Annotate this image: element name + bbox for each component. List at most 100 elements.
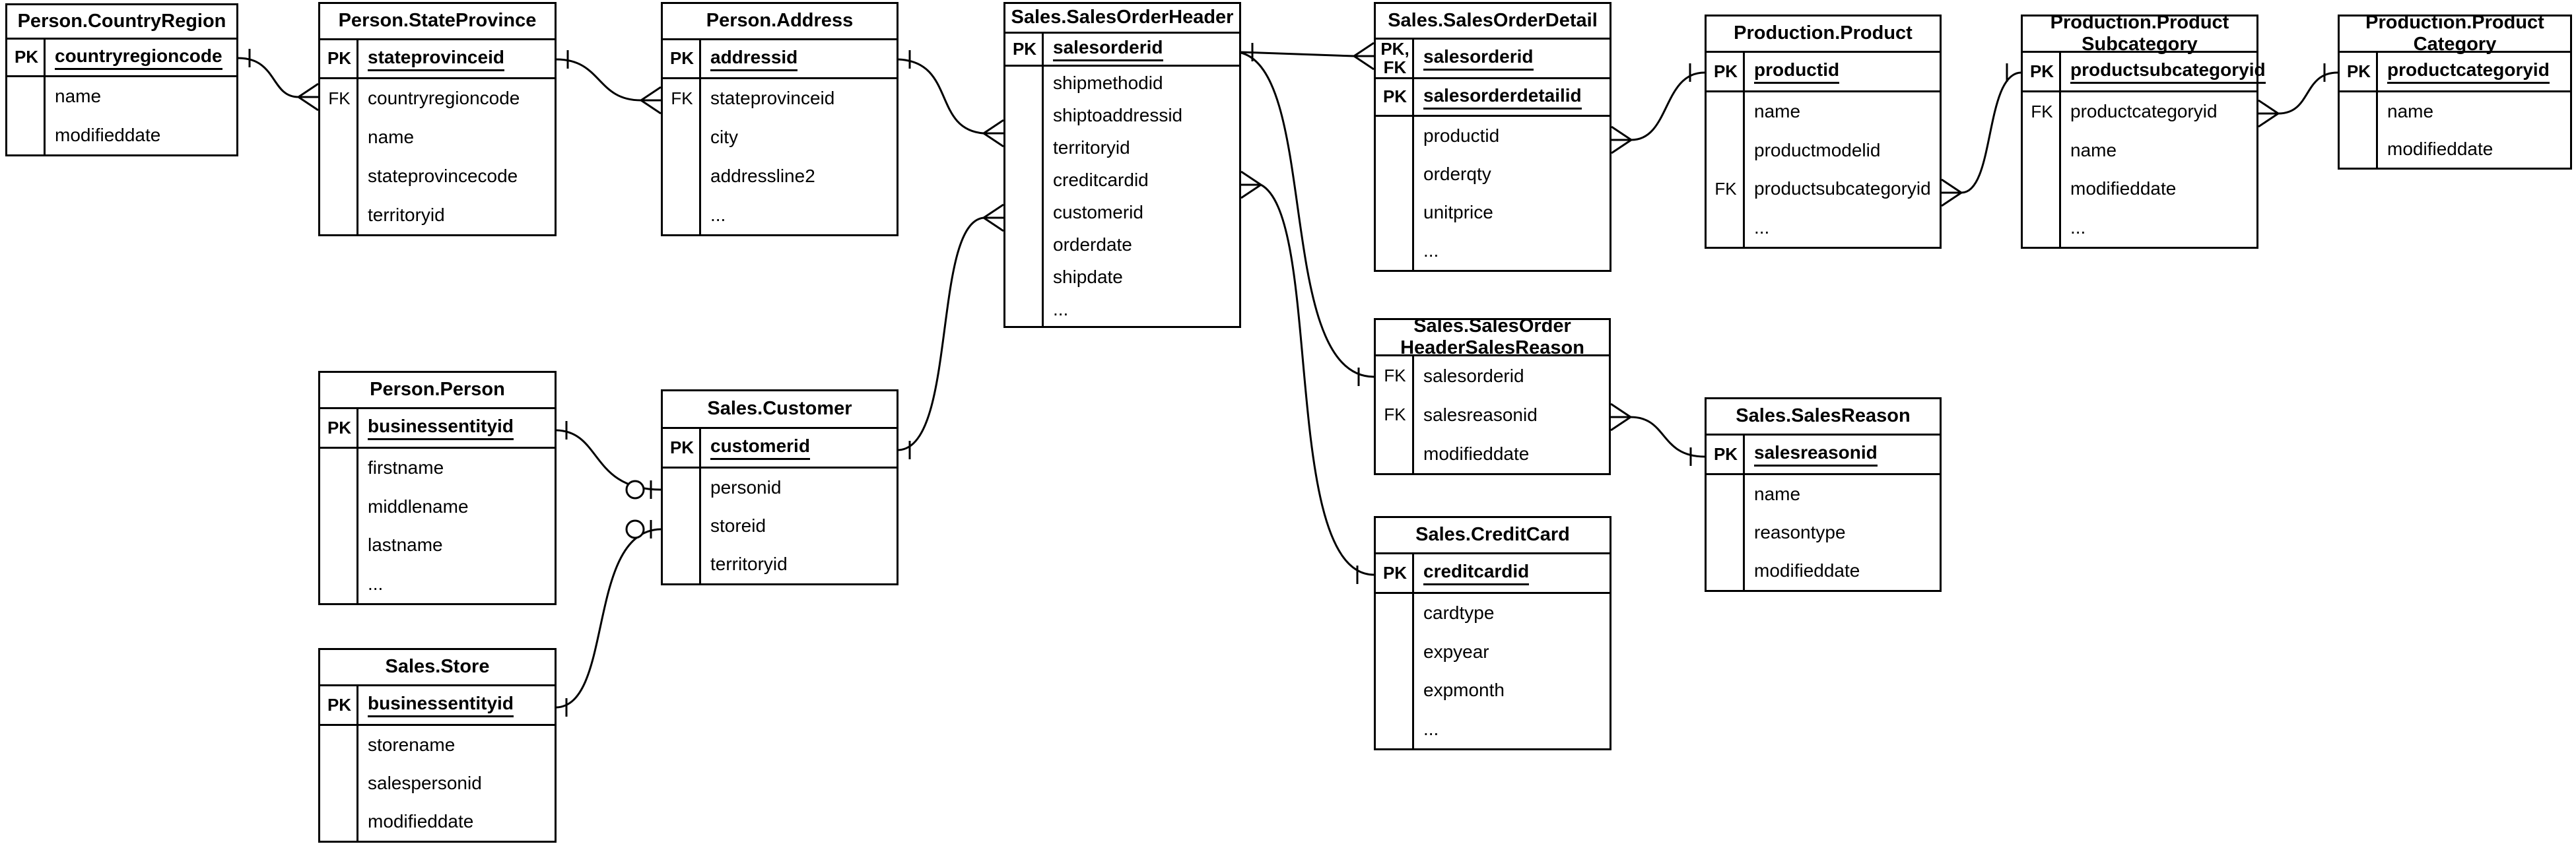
field-row: cardtype	[1376, 602, 1610, 624]
field-row: modifieddate	[2340, 139, 2570, 160]
field-row: name	[1707, 484, 1940, 505]
field-row: name	[2023, 140, 2256, 161]
field-label: ...	[710, 204, 726, 225]
key-label: FK	[1714, 178, 1737, 199]
key-label: PK	[1012, 38, 1037, 59]
field-row: shipmethodid	[1005, 73, 1239, 94]
field-label: customerid	[1053, 202, 1143, 223]
field-label: firstname	[368, 457, 444, 478]
relationship-line	[1631, 71, 1705, 141]
field-label: customerid	[710, 436, 810, 460]
key-column-divider	[356, 686, 358, 841]
key-column-divider	[1743, 53, 1745, 247]
field-label: ...	[368, 573, 384, 594]
key-label: PK	[669, 48, 695, 69]
entity-title: Production.Product Subcategory	[2023, 12, 2256, 55]
field-label: countryregioncode	[368, 88, 520, 109]
field-label: creditcardid	[1053, 169, 1149, 190]
field-label: unitprice	[1423, 202, 1493, 222]
entity-title: Production.Product	[1707, 16, 1940, 53]
field-label: name	[368, 127, 415, 148]
field-label: territoryid	[710, 554, 788, 574]
field-row: customerid	[1005, 202, 1239, 223]
field-row: reasontype	[1707, 522, 1940, 543]
connector-salesorderheader-salesorderheadersalesreason	[1240, 51, 1374, 386]
relationship-line	[1961, 71, 2021, 194]
field-label: shiptoaddressid	[1053, 104, 1183, 125]
key-column-divider	[1412, 40, 1414, 270]
entity-section: shipmethodid shiptoaddressid territoryid cr…	[1005, 65, 1239, 326]
connector-customer-salesorderheader	[898, 203, 1004, 459]
field-row: ...	[663, 205, 897, 226]
key-label: PK	[1713, 61, 1738, 81]
key-label: PK	[327, 694, 352, 715]
field-label: middlename	[368, 496, 469, 517]
field-row: territoryid	[1005, 137, 1239, 158]
field-label: salesorderid	[1053, 37, 1163, 61]
field-label: name	[2070, 139, 2117, 160]
field-label: salespersonid	[368, 773, 482, 793]
connector-salesorderheader-salesorderdetail	[1240, 42, 1374, 71]
key-label: FK	[328, 88, 351, 108]
field-label: ...	[1754, 216, 1770, 238]
relationship-line	[556, 58, 642, 102]
connector-stateprovince-address	[556, 50, 661, 115]
key-label: PK	[2029, 61, 2054, 81]
field-row: ...	[1005, 299, 1239, 320]
field-label: stateprovinceid	[368, 47, 504, 71]
many-cardinality-marker	[1610, 403, 1631, 418]
field-label: creditcardid	[1423, 561, 1530, 585]
key-column-divider	[1412, 356, 1414, 473]
key-label: PK	[669, 437, 695, 457]
key-column-divider	[699, 40, 701, 234]
key-column-divider	[1743, 436, 1745, 590]
entity-section: FK countryregioncode name stateprovincecode…	[320, 77, 555, 234]
field-label: shipmethodid	[1053, 72, 1163, 93]
field-row: shipdate	[1005, 267, 1239, 288]
field-label: salesorderid	[1423, 365, 1524, 386]
field-row: ...	[1707, 217, 1940, 238]
entity-title: Person.CountryRegion	[7, 5, 236, 40]
field-label: stateprovinceid	[710, 88, 835, 109]
field-row: name	[7, 86, 236, 107]
many-cardinality-marker	[983, 119, 1004, 135]
field-label: modifieddate	[2070, 178, 2177, 199]
field-row: modifieddate	[1376, 443, 1609, 465]
field-label: salesorderdetailid	[1423, 85, 1582, 110]
key-label: PK	[327, 417, 352, 438]
connector-product-productsubcategory	[1941, 63, 2021, 207]
zero-cardinality-marker	[625, 480, 645, 500]
entity-section: firstname middlename lastname...	[320, 447, 555, 603]
relationship-line	[1260, 183, 1374, 576]
field-label: stateprovincecode	[368, 165, 518, 186]
field-label: lastname	[368, 535, 443, 556]
field-label: name	[55, 86, 102, 107]
many-cardinality-marker	[640, 86, 661, 102]
field-label: addressline2	[710, 165, 815, 186]
field-label: productcategoryid	[2387, 59, 2550, 84]
entity-title: Sales.CreditCard	[1376, 518, 1610, 554]
relationship-line	[238, 57, 299, 98]
field-row: territoryid	[663, 554, 897, 575]
